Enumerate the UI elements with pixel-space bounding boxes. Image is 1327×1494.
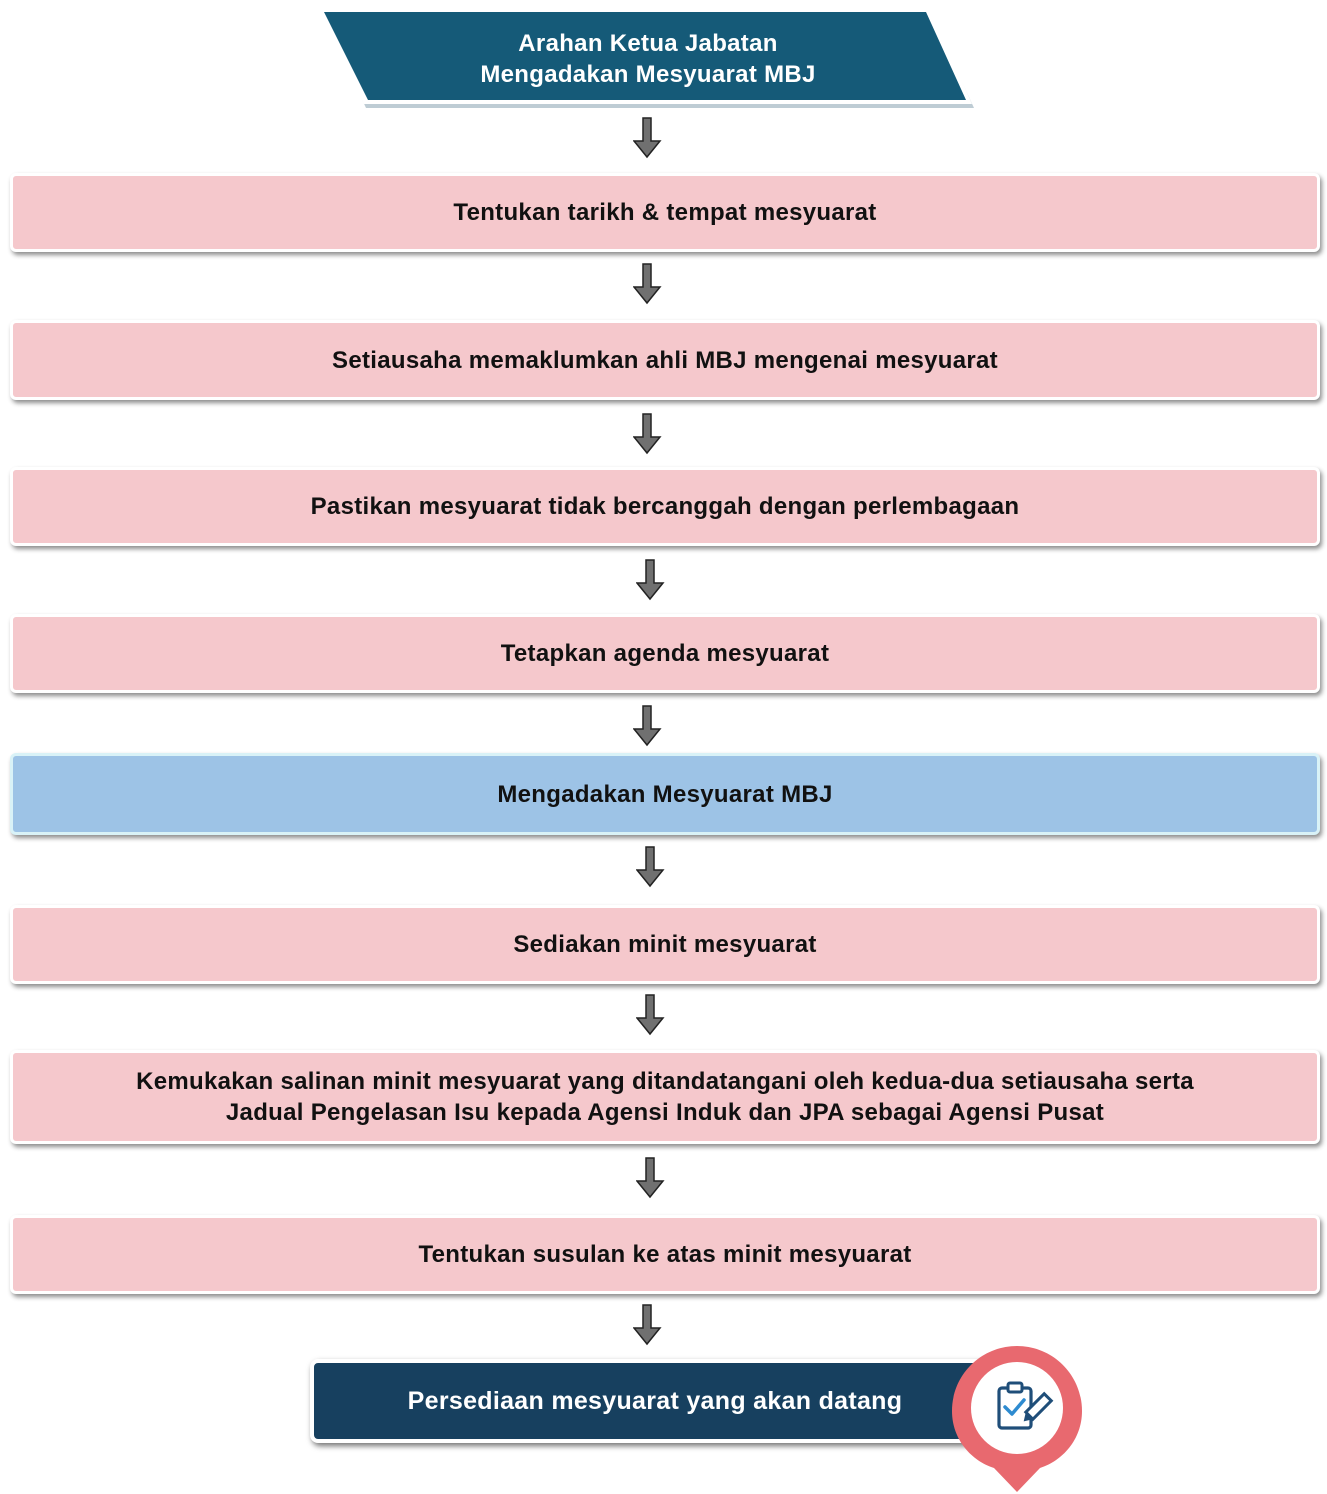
step-2-text: Setiausaha memaklumkan ahli MBJ mengenai… bbox=[332, 346, 998, 374]
down-arrow-icon bbox=[636, 994, 665, 1036]
down-arrow-icon bbox=[633, 705, 662, 747]
end-node: Persediaan mesyuarat yang akan datang bbox=[310, 1359, 1010, 1443]
step-5-box: Mengadakan Mesyuarat MBJ bbox=[10, 753, 1320, 835]
step-7-line-2: Jadual Pengelasan Isu kepada Agensi Indu… bbox=[225, 1099, 1105, 1126]
step-3-text: Pastikan mesyuarat tidak bercanggah deng… bbox=[310, 493, 1020, 520]
clipboard-check-icon bbox=[952, 1346, 1082, 1492]
step-7-line-1: Kemukakan salinan minit mesyuarat yang d… bbox=[136, 1068, 1194, 1095]
start-line-2: Mengadakan Mesyuarat MBJ bbox=[480, 61, 816, 88]
start-node: Arahan Ketua Jabatan Mengadakan Mesyuara… bbox=[318, 8, 978, 112]
down-arrow-icon bbox=[636, 846, 665, 888]
start-line-1: Arahan Ketua Jabatan bbox=[518, 30, 778, 57]
down-arrow-icon bbox=[633, 263, 662, 305]
step-8-box: Tentukan susulan ke atas minit mesyuarat bbox=[10, 1215, 1320, 1294]
down-arrow-icon bbox=[633, 413, 662, 455]
step-2-box: Setiausaha memaklumkan ahli MBJ mengenai… bbox=[10, 320, 1320, 400]
step-7-box: Kemukakan salinan minit mesyuarat yang d… bbox=[10, 1050, 1320, 1144]
down-arrow-icon bbox=[633, 117, 662, 159]
down-arrow-icon bbox=[633, 1304, 662, 1346]
step-3-box: Pastikan mesyuarat tidak bercanggah deng… bbox=[10, 467, 1320, 546]
step-6-text: Sediakan minit mesyuarat bbox=[513, 931, 817, 958]
step-5-text: Mengadakan Mesyuarat MBJ bbox=[497, 780, 833, 808]
down-arrow-icon bbox=[636, 1157, 665, 1199]
step-1-text: Tentukan tarikh & tempat mesyuarat bbox=[453, 199, 877, 226]
step-1-box: Tentukan tarikh & tempat mesyuarat bbox=[10, 173, 1320, 252]
step-4-box: Tetapkan agenda mesyuarat bbox=[10, 614, 1320, 693]
step-4-text: Tetapkan agenda mesyuarat bbox=[500, 640, 830, 667]
step-8-text: Tentukan susulan ke atas minit mesyuarat bbox=[418, 1241, 912, 1268]
step-6-box: Sediakan minit mesyuarat bbox=[10, 905, 1320, 984]
end-text: Persediaan mesyuarat yang akan datang bbox=[407, 1386, 903, 1415]
down-arrow-icon bbox=[636, 559, 665, 601]
